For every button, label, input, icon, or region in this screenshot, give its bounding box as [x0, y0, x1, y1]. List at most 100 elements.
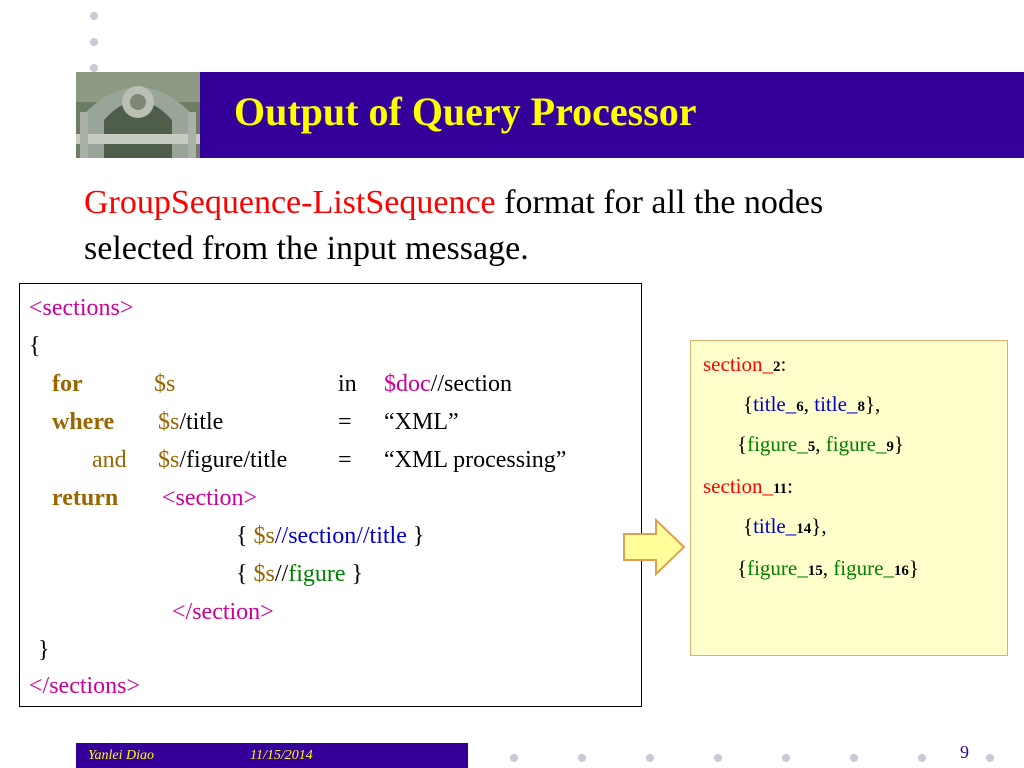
return-figure-expr: { $s//figure } [236, 560, 363, 588]
header-photo [76, 72, 200, 158]
figure-number: 9 [886, 439, 894, 455]
var-s: $s [158, 409, 180, 435]
brace: { [236, 561, 248, 587]
code-close-tag: </sections> [29, 673, 141, 699]
comma: , [803, 392, 810, 416]
title-word: title_ [814, 392, 858, 416]
section-word: section [703, 352, 763, 376]
var-s: $s [158, 447, 180, 473]
colon: : [780, 352, 787, 376]
figure-word: figure_ [825, 432, 887, 456]
decor-dot [850, 754, 858, 762]
footer-date: 11/15/2014 [250, 748, 313, 763]
decor-dot [90, 12, 98, 20]
result-section-11: section_11: [703, 473, 793, 502]
keyword-and: and [92, 447, 127, 473]
figure-word: figure_ [747, 432, 808, 456]
brace: }, [811, 514, 827, 538]
title-word: title_ [753, 514, 797, 538]
title-number: 6 [796, 399, 804, 415]
figure-word: figure_ [747, 556, 808, 580]
query-code-box: <sections> { for $s in $doc//section whe… [19, 283, 642, 707]
brace: { [743, 392, 754, 416]
subtitle-highlight: GroupSequence-ListSequence [84, 184, 496, 221]
title-number: 8 [857, 399, 865, 415]
brace: } [412, 523, 425, 549]
equals-sign: = [338, 447, 352, 473]
underscore: _ [762, 474, 773, 498]
code-open-tag: <sections> [29, 295, 134, 321]
value-xml-processing: “XML processing” [384, 447, 567, 473]
value-xml: “XML” [384, 409, 459, 435]
keyword-for: for [52, 371, 83, 397]
result-titles-2: {title_14}, [743, 513, 827, 542]
decor-dot [918, 754, 926, 762]
brace: { [743, 514, 754, 538]
decor-dot [510, 754, 518, 762]
brace: { [737, 432, 748, 456]
decor-dot [714, 754, 722, 762]
subtitle-line2: selected from the input message. [84, 230, 529, 267]
path-figure: figure [288, 561, 346, 587]
var-doc: $doc [384, 371, 431, 397]
and-path: $s/figure/title [158, 446, 287, 474]
keyword-in: in [338, 371, 357, 397]
section-word: section [703, 474, 763, 498]
brace: } [351, 561, 364, 587]
code-open-brace: { [29, 333, 41, 359]
section-number: 2 [772, 359, 781, 375]
underscore: _ [762, 352, 773, 376]
path-figure-title: /figure/title [179, 447, 288, 473]
footer-author: Yanlei Diao [88, 748, 154, 763]
colon: : [787, 474, 794, 498]
return-section-tag: <section> [162, 485, 258, 511]
figure-word: figure_ [833, 556, 894, 580]
where-path: $s/title [158, 408, 223, 436]
result-figures-1: {figure_5, figure_9} [737, 431, 904, 460]
keyword-where: where [52, 409, 115, 435]
figure-number: 16 [893, 563, 909, 579]
result-section-2: section_2: [703, 351, 786, 380]
decor-dot [646, 754, 654, 762]
comma: , [822, 556, 828, 580]
figure-number: 15 [807, 563, 823, 579]
decor-dot [90, 38, 98, 46]
brace: } [893, 432, 904, 456]
var-s: $s [154, 371, 176, 397]
close-section-tag: </section> [172, 599, 274, 625]
code-close-brace: } [38, 637, 50, 663]
result-box: section_2: {title_6, title_8}, {figure_5… [690, 340, 1008, 656]
path-slash: // [274, 561, 289, 587]
brace: }, [864, 392, 881, 416]
result-figures-2: {figure_15, figure_16} [737, 555, 919, 584]
equals-sign: = [338, 409, 352, 435]
decor-dot [578, 754, 586, 762]
brace: } [908, 556, 919, 580]
var-s: $s [253, 523, 275, 549]
doc-path: $doc//section [384, 370, 512, 398]
keyword-return: return [52, 485, 119, 511]
result-titles-1: {title_6, title_8}, [743, 391, 880, 420]
decor-dot [986, 754, 994, 762]
brace: { [737, 556, 748, 580]
path-section: //section [430, 371, 512, 397]
comma: , [815, 432, 821, 456]
title-word: title_ [753, 392, 797, 416]
page-title: Output of Query Processor [234, 89, 697, 134]
footer-bar [76, 743, 468, 768]
figure-number: 5 [807, 439, 816, 455]
subtitle: GroupSequence-ListSequence format for al… [84, 180, 984, 272]
gate-photo-icon [76, 72, 200, 158]
slide-number: 9 [960, 742, 969, 762]
decor-dot [782, 754, 790, 762]
brace: { [236, 523, 248, 549]
section-number: 11 [772, 481, 788, 497]
return-title-expr: { $s//section//title } [236, 522, 424, 550]
path-section-title: //section//title [274, 523, 407, 549]
var-s: $s [253, 561, 275, 587]
title-bar [200, 72, 1024, 158]
subtitle-rest: format for all the nodes [495, 184, 824, 221]
title-number: 14 [796, 521, 812, 537]
path-title: /title [179, 409, 224, 435]
right-arrow-icon [623, 518, 686, 576]
